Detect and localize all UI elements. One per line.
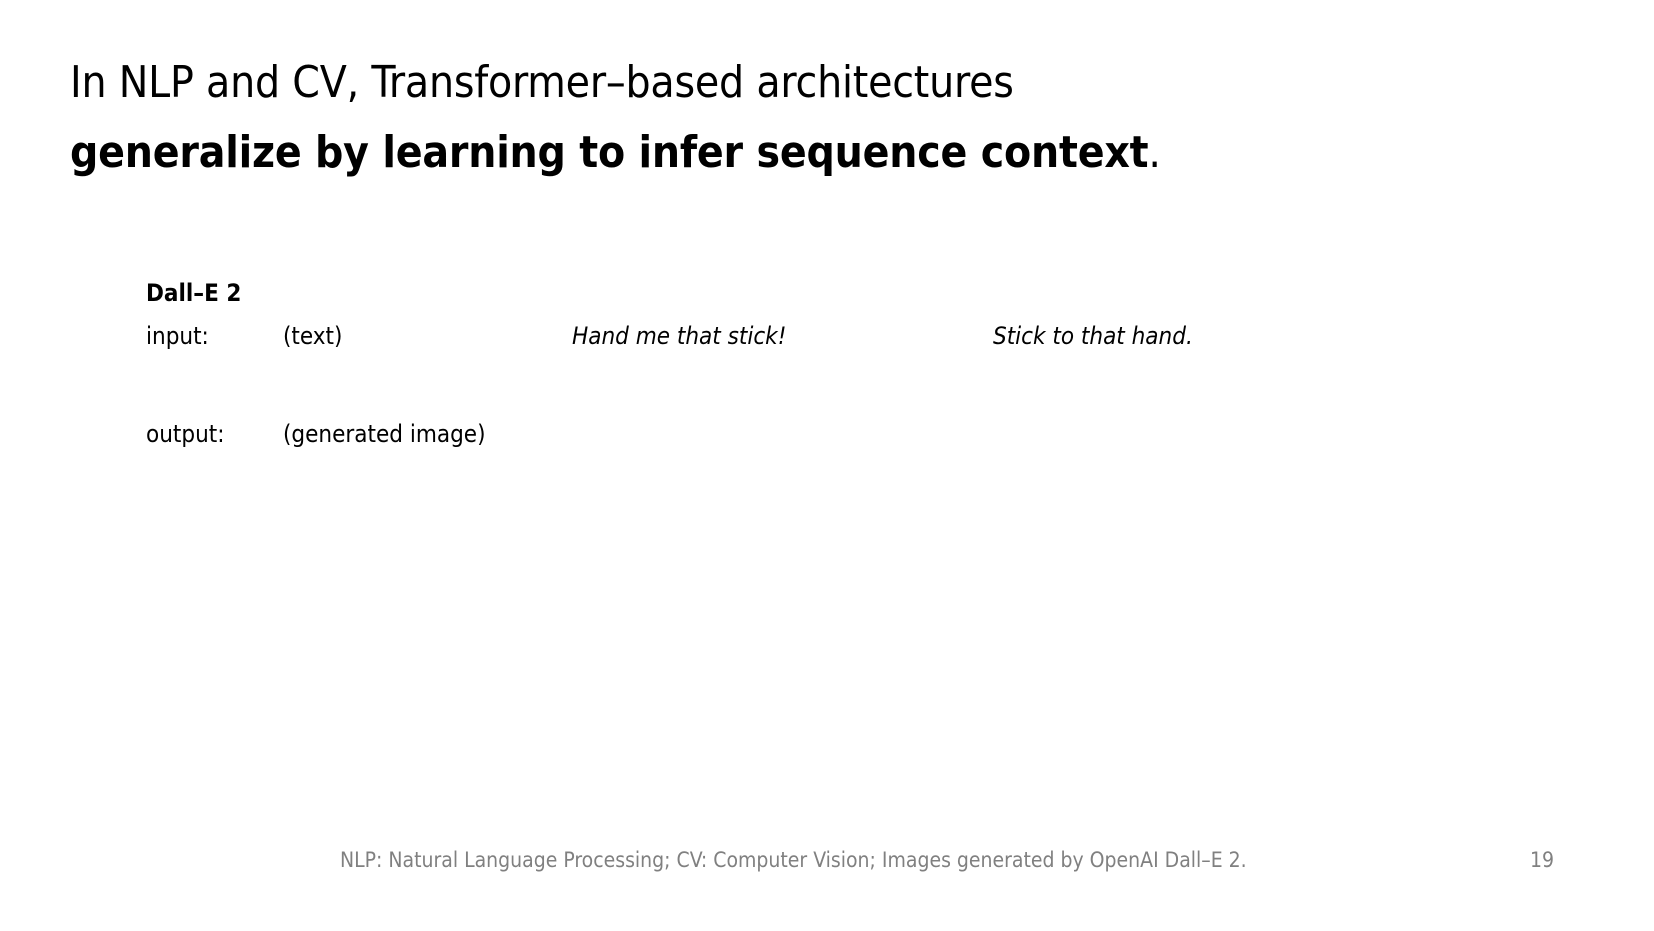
example-image-b: [993, 418, 1466, 450]
row-label-output: output:: [146, 420, 225, 448]
page-number: 19: [1530, 848, 1555, 872]
spacer-cell-3: [572, 352, 993, 418]
title-line-1: In NLP and CV, Transformer–based archite…: [70, 57, 1014, 108]
title-line-2-emphasis: generalize by learning to infer sequence…: [70, 127, 1149, 178]
title-line-2-period: .: [1148, 127, 1161, 178]
title-line-2: generalize by learning to infer sequence…: [70, 118, 1570, 188]
spacer-cell-2: [283, 352, 572, 418]
row-label-input: input:: [146, 322, 209, 350]
slide-footer: NLP: Natural Language Processing; CV: Co…: [0, 845, 1654, 885]
spacer-cell-1: [146, 352, 283, 418]
example-prompt-b: Stick to that hand.: [993, 322, 1193, 350]
io-table: input: (text) Hand me that stick! Stick …: [146, 320, 1466, 450]
footer-abbreviation-note: NLP: Natural Language Processing; CV: Co…: [340, 848, 1247, 872]
example-image-a: [572, 418, 993, 450]
example-prompt-a: Hand me that stick!: [572, 322, 787, 350]
slide-title: In NLP and CV, Transformer–based archite…: [70, 48, 1570, 188]
content-block: Dall–E 2 input: (text) Hand me that stic…: [146, 278, 1546, 450]
row-kind-output: (generated image): [283, 420, 486, 448]
table-row-output: output: (generated image): [146, 418, 1466, 450]
table-row-input: input: (text) Hand me that stick! Stick …: [146, 320, 1466, 352]
row-kind-input: (text): [283, 322, 343, 350]
spacer-cell-4: [993, 352, 1466, 418]
model-heading: Dall–E 2: [146, 279, 242, 307]
table-row-spacer: [146, 352, 1466, 418]
